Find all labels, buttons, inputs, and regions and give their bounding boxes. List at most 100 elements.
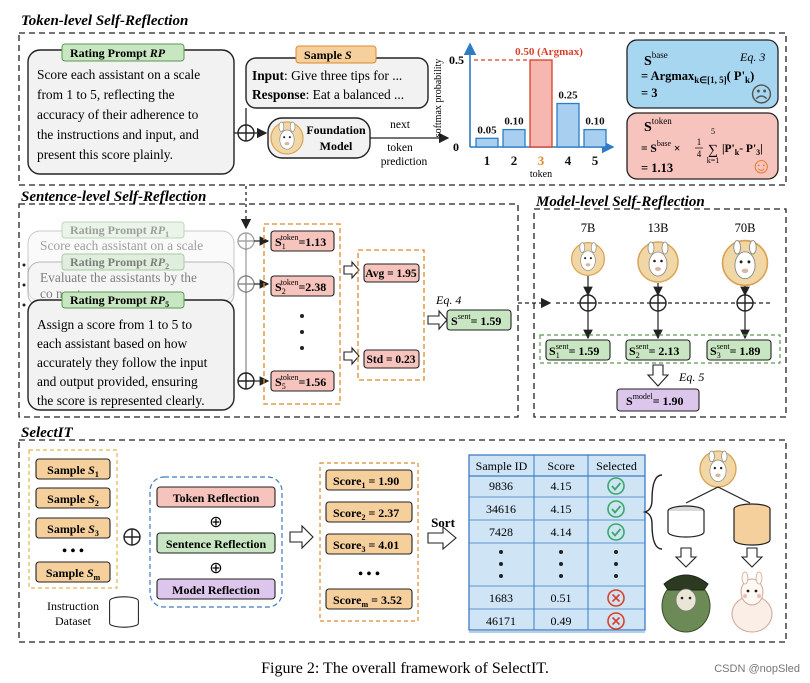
foundation-model-label-1: Foundation bbox=[306, 123, 366, 137]
chart-ytick-05: 0.5 bbox=[449, 53, 464, 67]
svg-text:Rating Prompt RP2: Rating Prompt RP2 bbox=[70, 255, 169, 271]
rating-prompt-5-title-box bbox=[61, 291, 185, 309]
model-reflection-box bbox=[156, 578, 276, 600]
table-cell-id: 1683 bbox=[489, 591, 513, 605]
svg-text:Score each assistant on a scal: Score each assistant on a scale bbox=[40, 238, 203, 253]
table-cell-score: 0.51 bbox=[551, 591, 572, 605]
fluffy-llama-icon bbox=[731, 571, 773, 633]
table-background bbox=[468, 454, 646, 631]
svg-text:S1sent= 1.59: S1sent= 1.59 bbox=[549, 342, 599, 360]
svg-text:Evaluate the assistants by the: Evaluate the assistants by the bbox=[40, 270, 197, 285]
to-selected-model-arrow bbox=[674, 547, 698, 568]
sum-lower: k=1 bbox=[707, 156, 720, 165]
selectit-oplus-icon bbox=[123, 528, 141, 546]
eq4-label: Eq. 4 bbox=[435, 293, 461, 307]
reflections-frame bbox=[149, 476, 283, 608]
softmax-bar-chart: 0 0.5 softmax probability token 0.0510.1… bbox=[433, 42, 615, 180]
svg-text:S5token=1.56: S5token=1.56 bbox=[275, 373, 326, 391]
svg-text:S2token=2.38: S2token=2.38 bbox=[275, 278, 326, 296]
avg-value: Avg = 1.95 bbox=[365, 268, 417, 280]
chart-bar-1 bbox=[475, 137, 499, 148]
score-label-m: Scorem = 3.52 bbox=[333, 593, 402, 609]
model-size-7b: 7B bbox=[581, 221, 596, 235]
chart-xtick-1: 1 bbox=[484, 153, 491, 168]
selector-branch-lines bbox=[685, 486, 751, 504]
rating-prompt-5-text: Assign a score from 1 to 5 to each assis… bbox=[37, 317, 208, 408]
model-section-frame bbox=[533, 208, 787, 418]
table-cell-score: 0.49 bbox=[551, 614, 572, 628]
chart-ytick-0: 0 bbox=[453, 140, 459, 154]
sample-box-3 bbox=[35, 517, 111, 539]
model-oplus-13b bbox=[649, 294, 667, 312]
token-reflection-label: Token Reflection bbox=[173, 491, 260, 505]
sentence-oplus-column bbox=[237, 232, 270, 390]
s-model-value: Smodel= 1.90 bbox=[626, 392, 684, 408]
scores-frame bbox=[319, 462, 419, 622]
to-std-arrow bbox=[343, 346, 360, 366]
eq3-label: Eq. 3 bbox=[739, 50, 765, 64]
svg-text:S2sent= 2.13: S2sent= 2.13 bbox=[629, 342, 679, 360]
svg-text:present this score plainly.: present this score plainly. bbox=[37, 147, 173, 162]
s-token-score-1: S1token=1.13 bbox=[270, 230, 335, 252]
table-header-2: Selected bbox=[596, 459, 637, 473]
sample-box-m bbox=[35, 561, 111, 583]
std-box bbox=[363, 349, 420, 369]
section-title-sentence: Sentence-level Self-Reflection bbox=[21, 189, 206, 205]
chart-xtick-3: 3 bbox=[538, 153, 545, 168]
s-token-score-2: S2token=2.38 bbox=[270, 275, 335, 297]
selector-llama-icon bbox=[699, 450, 737, 488]
table-dots bbox=[614, 550, 618, 554]
model-reflection-label: Model Reflection bbox=[172, 583, 260, 597]
s-sent-value: Ssent= 1.59 bbox=[451, 312, 501, 328]
s-base-line1: = Argmaxk∈[1, 5]( P'k) bbox=[641, 69, 754, 85]
rating-prompt-title: Rating Prompt RP bbox=[70, 46, 166, 60]
s-token-line1-post: |P'k- P'3| bbox=[722, 143, 763, 157]
sample-box-1 bbox=[35, 458, 111, 480]
table-header-1: Score bbox=[547, 459, 574, 473]
table-dots bbox=[499, 562, 503, 566]
svg-text:accuracy of their adherence to: accuracy of their adherence to bbox=[37, 107, 199, 122]
s-base-box bbox=[626, 39, 779, 109]
samples-frame bbox=[28, 449, 118, 589]
s-base-line2: = 3 bbox=[641, 86, 658, 100]
chart-value-label-3: 0.50 (Argmax) bbox=[515, 46, 583, 58]
model-oplus-7b bbox=[579, 294, 597, 312]
s-token-score-5: S5token=1.56 bbox=[270, 370, 335, 392]
sample-box-2 bbox=[35, 487, 111, 509]
table-dots bbox=[614, 574, 618, 578]
next-token-label-2: token bbox=[387, 142, 413, 154]
svg-text:the score is represented clear: the score is represented clearly. bbox=[37, 393, 205, 408]
table-cell-id: 34616 bbox=[486, 502, 516, 516]
selected-database-icon bbox=[667, 505, 705, 538]
table-dots bbox=[559, 574, 563, 578]
to-s-model-arrow bbox=[646, 364, 670, 387]
table-cell-id: 7428 bbox=[489, 525, 513, 539]
score-box-3 bbox=[325, 533, 413, 555]
table-header-0: Sample ID bbox=[476, 459, 528, 473]
dataset-label-2: Dataset bbox=[55, 614, 92, 628]
sum-upper: 5 bbox=[711, 127, 715, 136]
s-sent-score-1: S1sent= 1.59 bbox=[545, 339, 611, 361]
svg-text:Assign a score from 1 to 5 to: Assign a score from 1 to 5 to bbox=[37, 317, 192, 332]
sentence-reflection-label: Sentence Reflection bbox=[166, 537, 267, 551]
svg-text:Rating Prompt RP1: Rating Prompt RP1 bbox=[70, 223, 169, 239]
reflection-oplus-2: ⊕ bbox=[209, 560, 222, 577]
score-box-2 bbox=[325, 501, 413, 523]
officer-llama-icon bbox=[661, 574, 711, 633]
table-cell-score: 4.14 bbox=[551, 525, 572, 539]
rating-prompt-title-box bbox=[61, 43, 185, 62]
s-base-symbol: Sbase bbox=[644, 50, 668, 69]
happy-face-icon: ☺ bbox=[750, 153, 772, 178]
sample-title: Sample S bbox=[304, 48, 352, 62]
frac-numerator: 1 bbox=[697, 137, 702, 147]
sample-response: Response: Eat a balanced ... bbox=[252, 87, 404, 102]
svg-text:accurately they follow the inp: accurately they follow the input bbox=[37, 355, 208, 370]
table-cell-id: 9836 bbox=[489, 479, 513, 493]
to-scores-arrow bbox=[289, 524, 314, 550]
table-dots bbox=[559, 550, 563, 554]
table-cell-id: 46171 bbox=[486, 614, 516, 628]
sample-label-2: Sample S2 bbox=[47, 492, 99, 508]
frac-denominator: 4 bbox=[697, 149, 702, 159]
chart-value-label-4: 0.25 bbox=[558, 90, 578, 102]
